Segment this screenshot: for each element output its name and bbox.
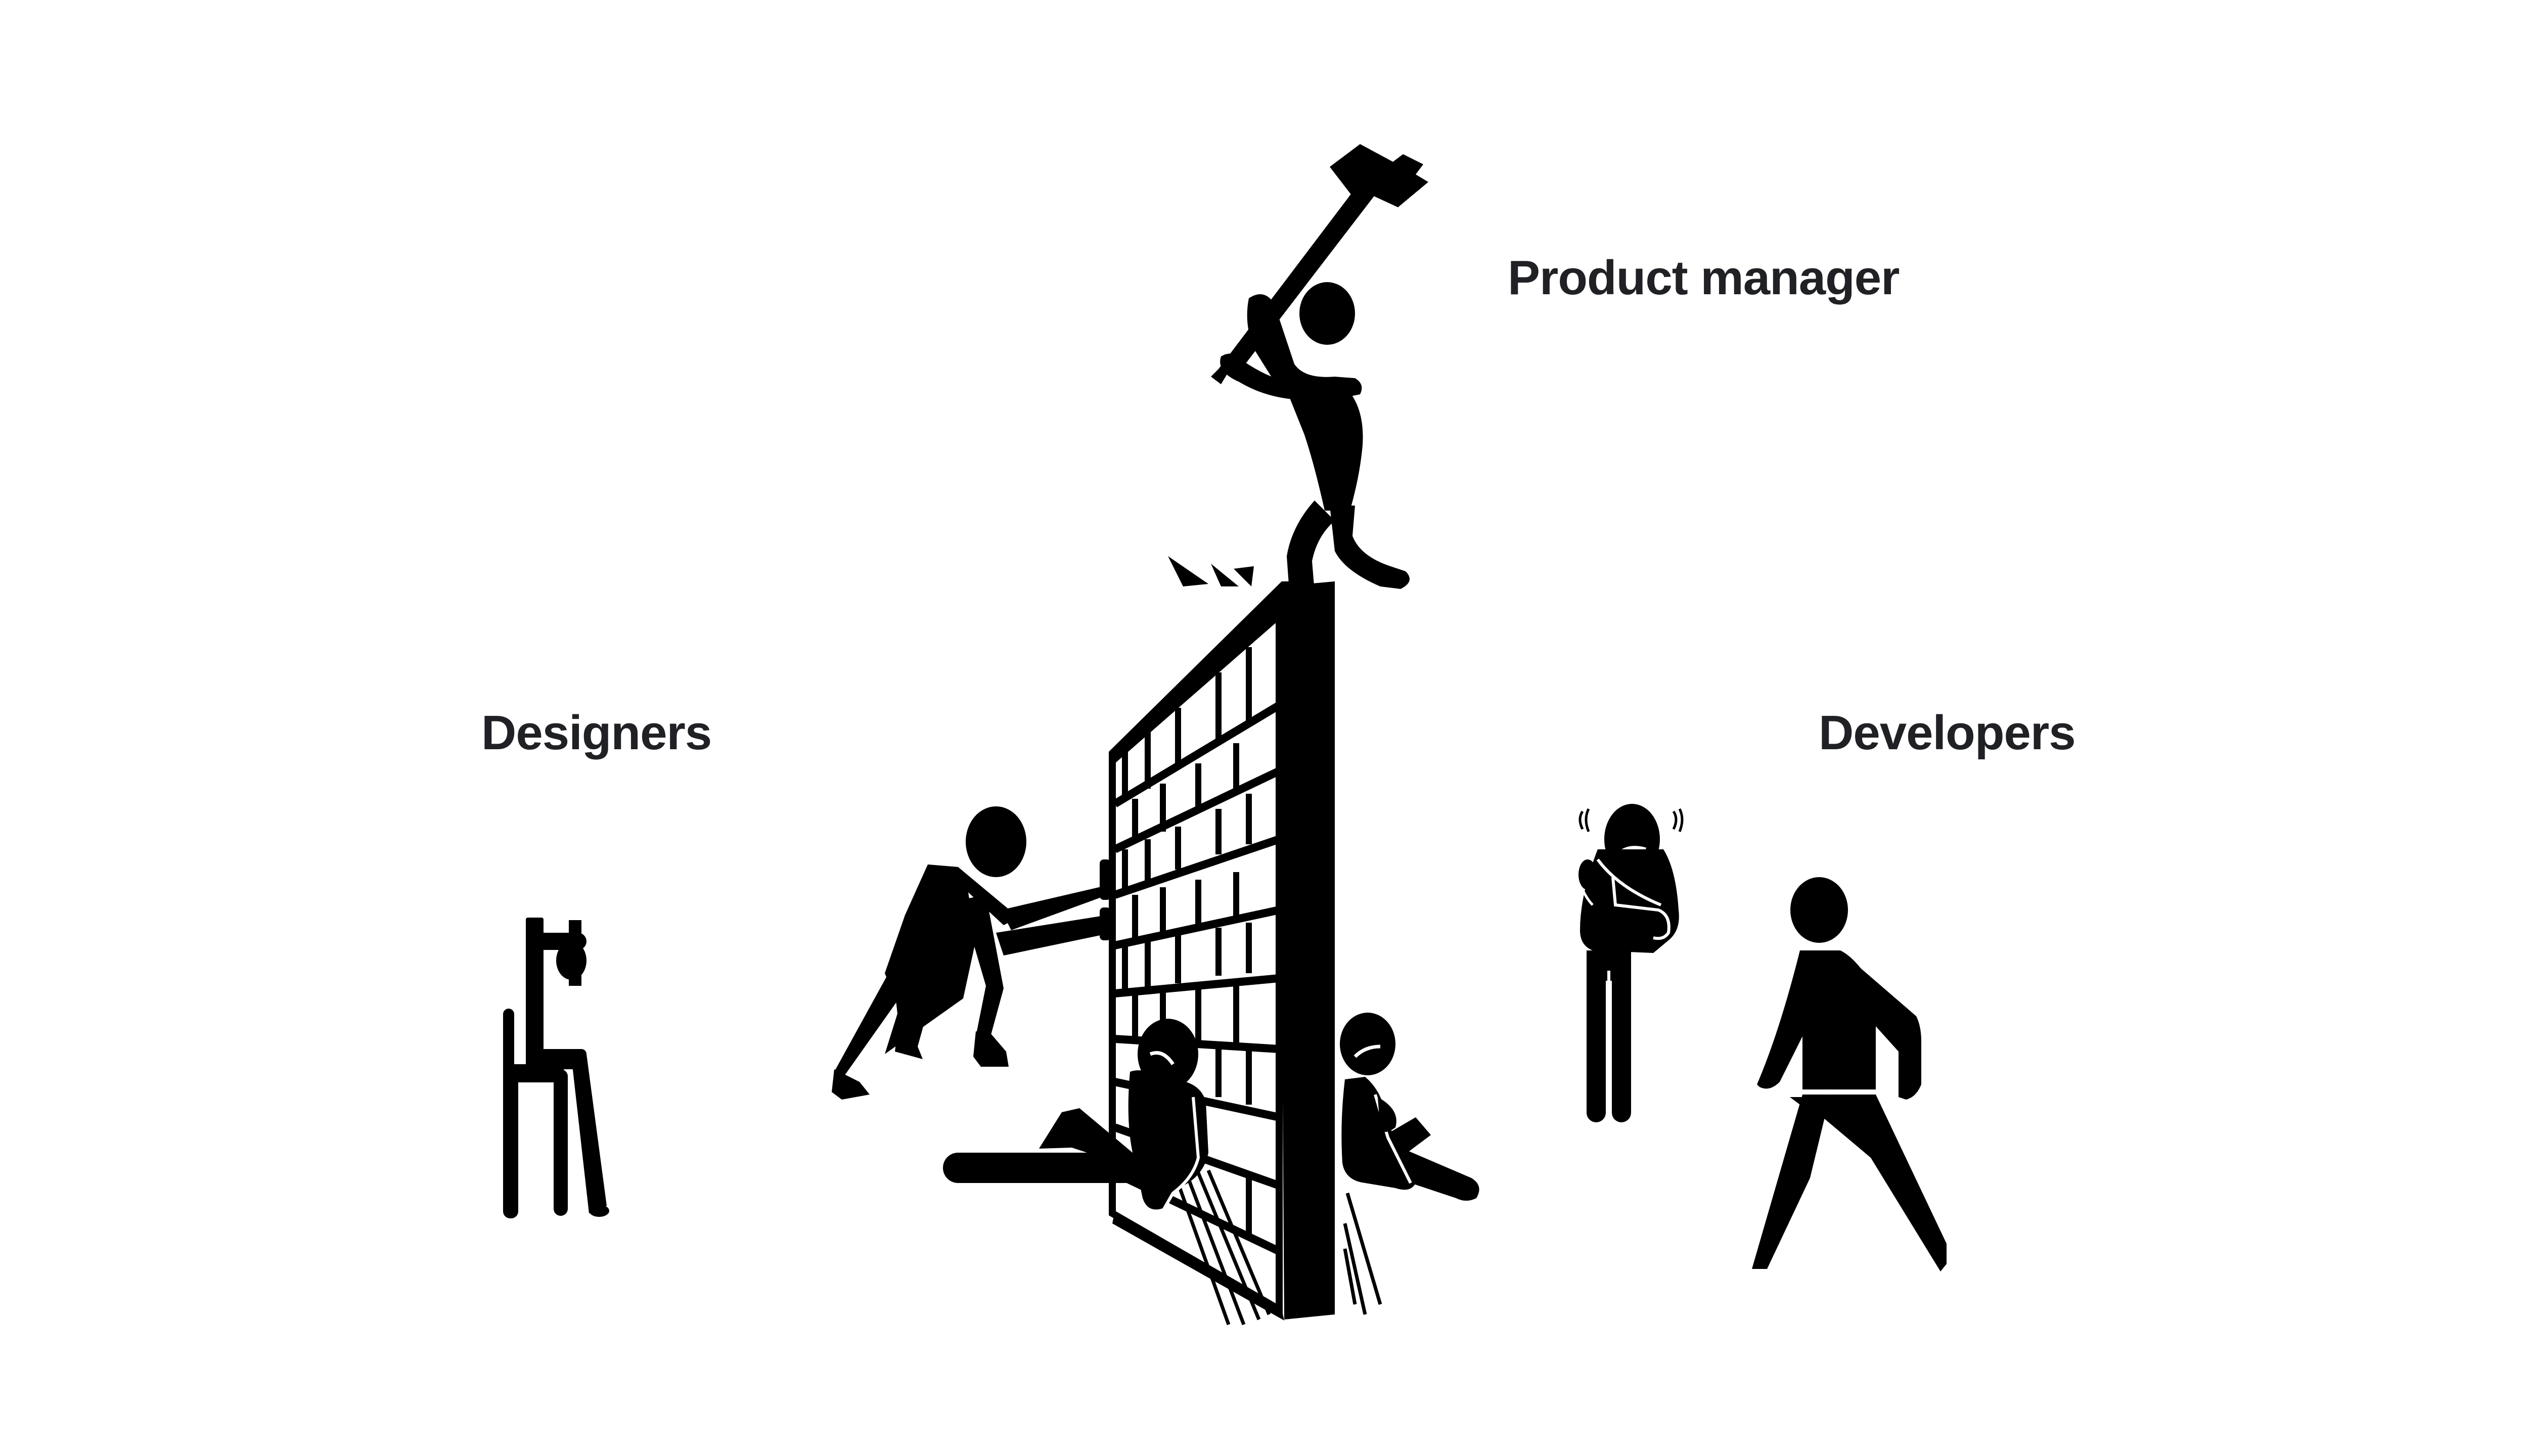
designer-seated-figure (503, 918, 609, 1218)
person-walking-icon (1752, 877, 1947, 1271)
designer-sitting-against-wall-figure (943, 1019, 1208, 1212)
person-sitting-on-chair-icon (503, 918, 609, 1218)
person-pushing-wall-icon (832, 806, 1115, 1100)
developer-sitting-against-wall-figure (1340, 1013, 1479, 1201)
designer-pushing-figure (832, 806, 1115, 1100)
developer-anxious-figure (1578, 804, 1684, 1122)
product-manager-label: Product manager (1508, 251, 1900, 305)
brick-wall-icon (1109, 556, 1382, 1326)
sad-person-sitting-icon (1340, 1013, 1479, 1201)
anxious-person-hugging-self-icon (1578, 804, 1684, 1122)
developer-walking-figure (1752, 877, 1947, 1271)
designers-label: Designers (481, 706, 712, 760)
sad-person-sitting-icon (943, 1019, 1208, 1212)
person-swinging-sledgehammer-icon (1211, 144, 1428, 592)
product-manager-figure (1211, 144, 1428, 592)
developers-label: Developers (1819, 706, 2076, 760)
